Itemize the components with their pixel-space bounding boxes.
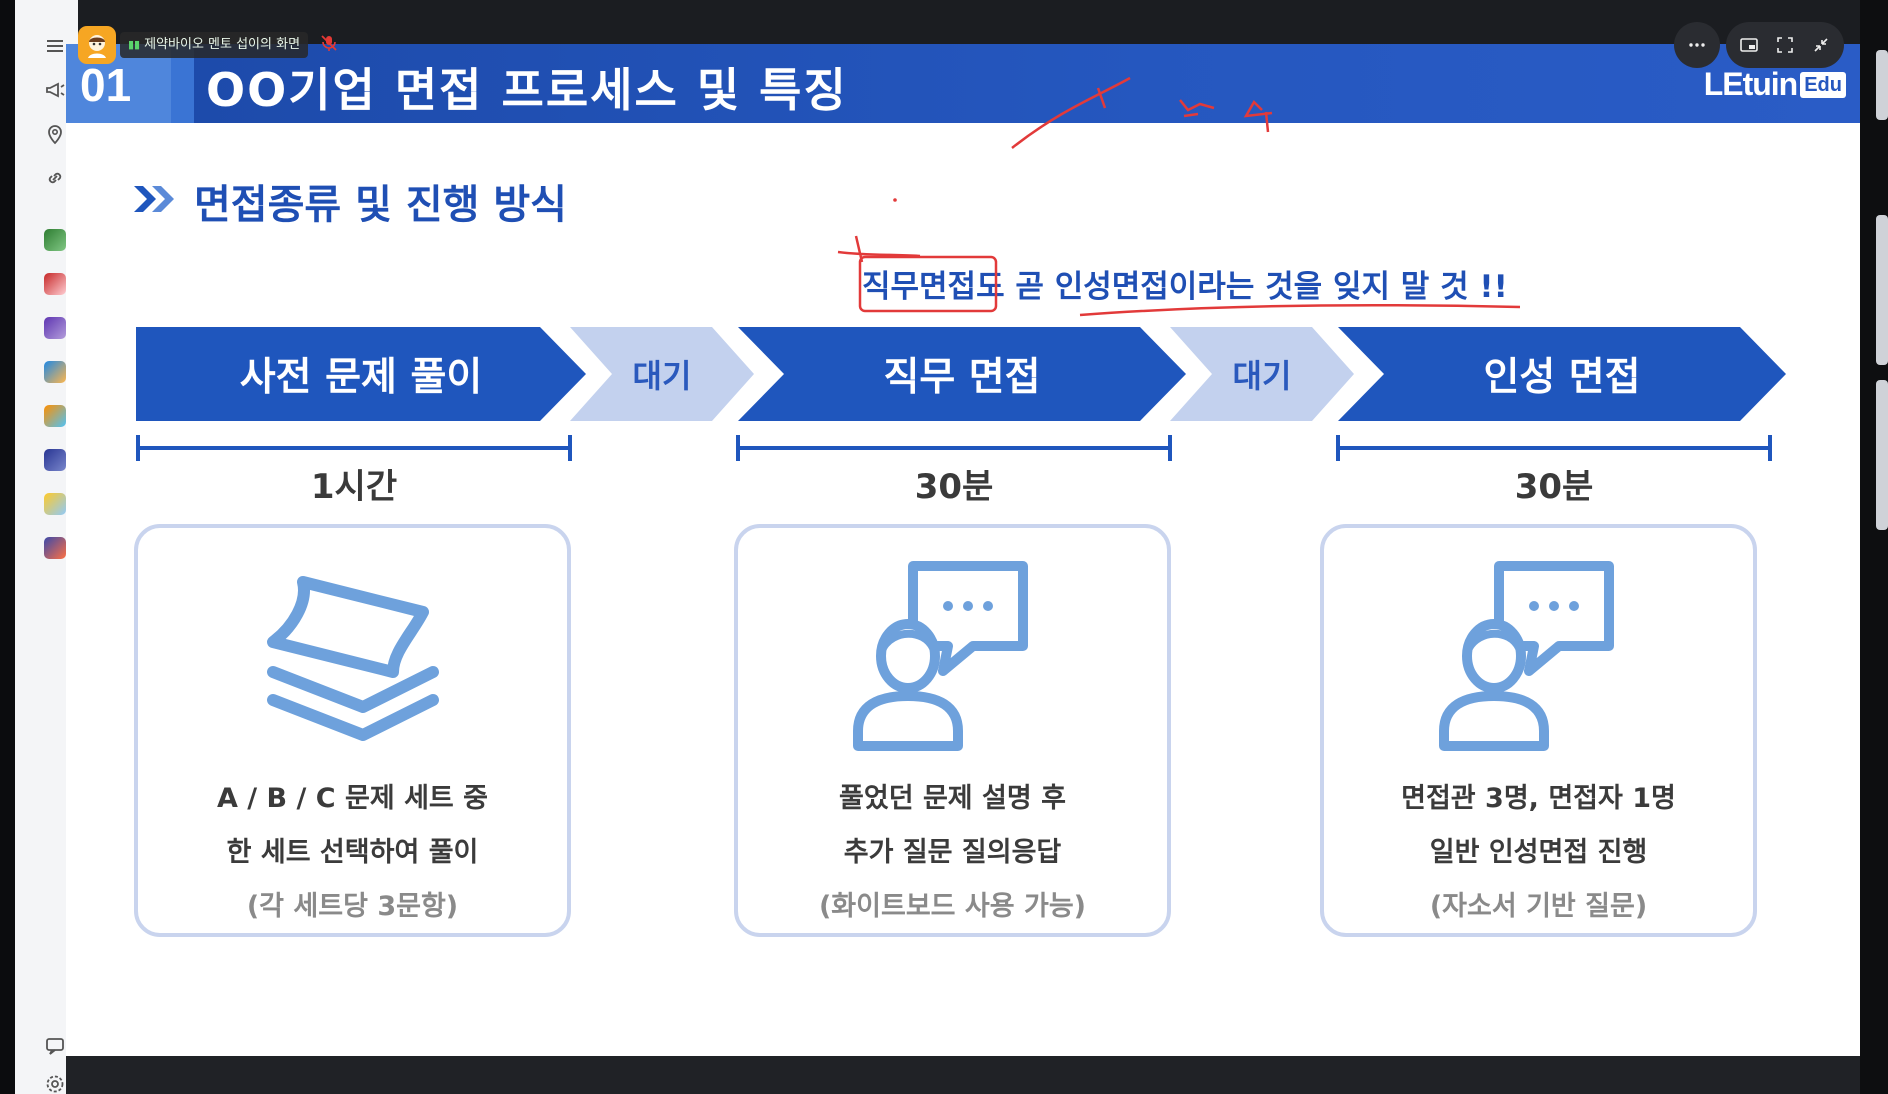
megaphone-icon[interactable]	[39, 74, 71, 106]
view-controls	[1726, 22, 1844, 68]
screen-sharer-badge: ▮▮ 제약바이오 멘토 섭이의 화면	[78, 26, 338, 64]
location-pin-icon[interactable]	[39, 118, 71, 150]
gift-icon[interactable]	[39, 532, 71, 564]
signal-icon: ▮▮	[128, 38, 141, 51]
duration-bracket	[736, 435, 1172, 461]
info-card: 면접관 3명, 면접자 1명 일반 인성면접 진행 (자소서 기반 질문)	[1320, 524, 1757, 937]
settings-icon[interactable]	[39, 1068, 71, 1094]
avatar	[78, 26, 116, 64]
step-wait: 대기	[1170, 327, 1354, 421]
menu-icon[interactable]	[39, 30, 71, 62]
left-rail	[0, 0, 15, 1094]
step-pre-problem: 사전 문제 풀이	[136, 327, 586, 421]
more-icon[interactable]	[1679, 27, 1715, 63]
step-job-interview: 직무 면접	[738, 327, 1186, 421]
picture-in-picture-icon[interactable]	[1731, 27, 1767, 63]
shrink-icon[interactable]	[1803, 27, 1839, 63]
app-icon[interactable]	[39, 356, 71, 388]
app-icon[interactable]	[39, 488, 71, 520]
app-icon[interactable]	[39, 268, 71, 300]
paper-stack-icon	[253, 572, 453, 746]
section-heading: 면접종류 및 진행 방식	[132, 172, 567, 230]
person-speech-icon	[1438, 556, 1639, 760]
duration-bracket	[1336, 435, 1772, 461]
app-icon[interactable]	[39, 400, 71, 432]
mic-muted-icon	[320, 34, 338, 56]
side-panel-handle[interactable]	[1876, 380, 1888, 530]
app-icon[interactable]	[39, 444, 71, 476]
chat-icon[interactable]	[39, 1030, 71, 1062]
double-chevron-icon	[132, 184, 178, 218]
slide-number: 01	[80, 59, 132, 111]
app-icon[interactable]	[39, 312, 71, 344]
app-icon[interactable]	[39, 224, 71, 256]
duration-label: 30분	[914, 467, 994, 507]
brand-logo: LEtuin Edu	[1704, 66, 1846, 103]
right-edge	[1860, 0, 1888, 1094]
side-panel-handle[interactable]	[1876, 215, 1888, 365]
sharer-name: 제약바이오 멘토 섭이의 화면	[144, 37, 301, 52]
duration-label: 1시간	[310, 467, 398, 507]
side-panel-handle[interactable]	[1876, 50, 1888, 120]
bottom-strip	[66, 1056, 1860, 1094]
top-bar	[78, 0, 1888, 44]
presentation-slide: 01 OO기업 면접 프로세스 및 특징 LEtuin Edu 면접종류 및 진…	[66, 44, 1860, 1056]
slide-header: 01 OO기업 면접 프로세스 및 특징 LEtuin Edu	[66, 44, 1860, 123]
info-card: A / B / C 문제 세트 중 한 세트 선택하여 풀이 (각 세트당 3문…	[134, 524, 571, 937]
duration-label: 30분	[1514, 467, 1594, 507]
slide-title: OO기업 면접 프로세스 및 특징	[206, 63, 848, 117]
link-icon[interactable]	[39, 162, 71, 194]
step-personality-interview: 인성 면접	[1338, 327, 1786, 421]
duration-bracket	[136, 435, 572, 461]
fullscreen-icon[interactable]	[1767, 27, 1803, 63]
more-controls	[1674, 22, 1720, 68]
step-wait: 대기	[570, 327, 754, 421]
person-speech-icon	[852, 556, 1053, 760]
section-title: 면접종류 및 진행 방식	[194, 182, 567, 228]
info-card: 풀었던 문제 설명 후 추가 질문 질의응답 (화이트보드 사용 가능)	[734, 524, 1171, 937]
emphasis-note: 직무면접도 곧 인성면접이라는 것을 잊지 말 것 !!	[862, 269, 1508, 305]
